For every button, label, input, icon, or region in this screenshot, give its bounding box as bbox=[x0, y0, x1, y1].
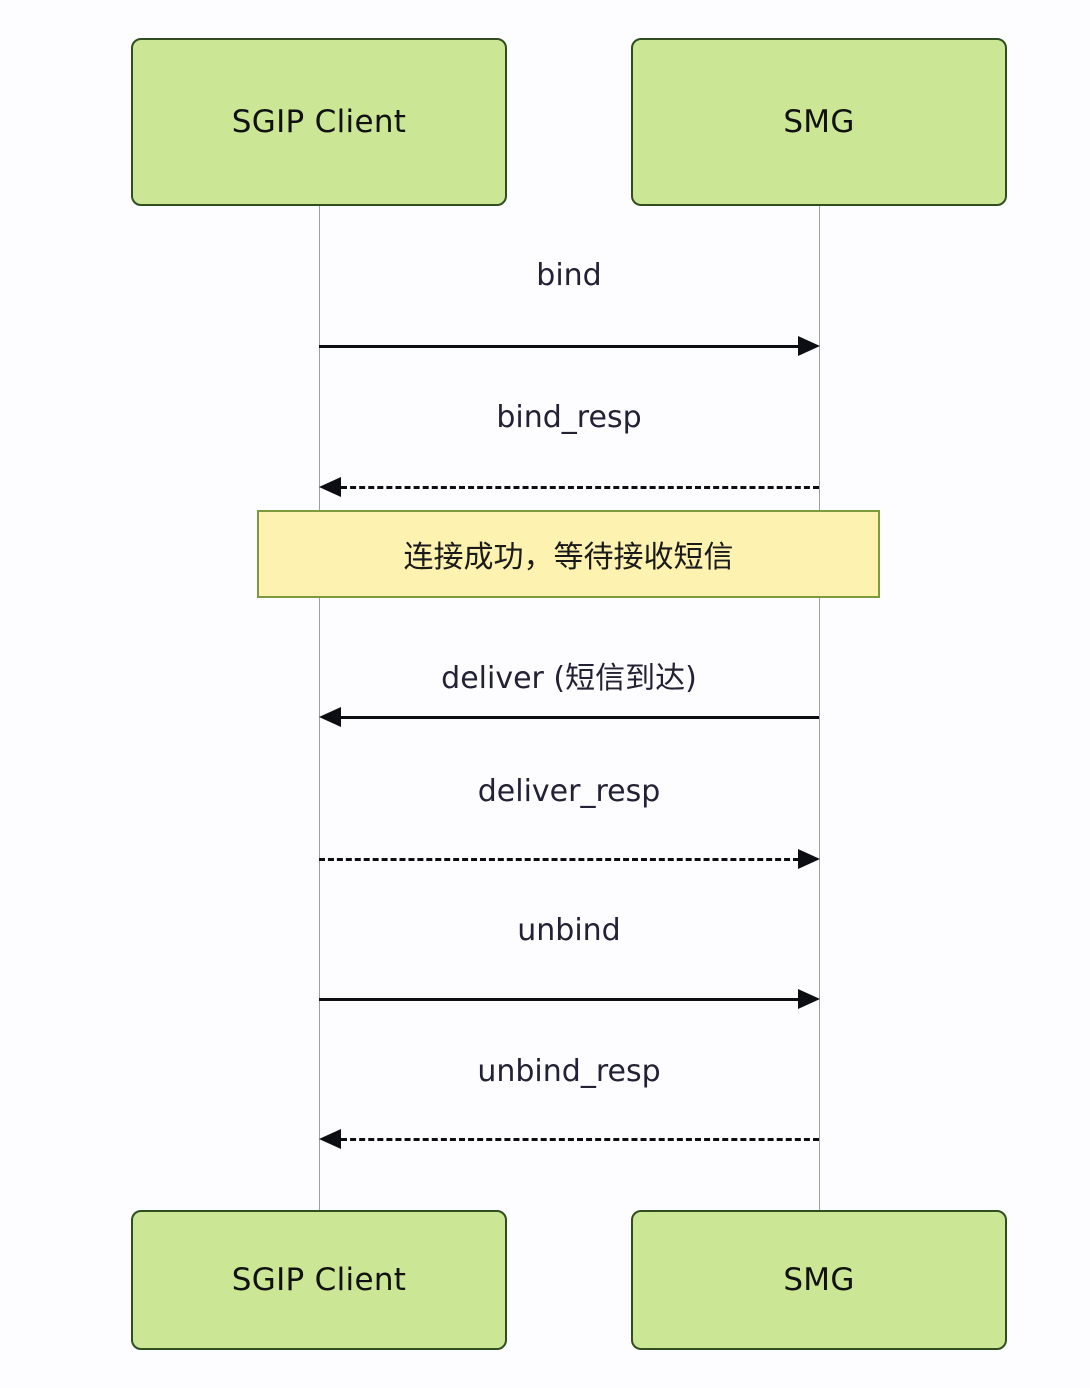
lifeline-smg bbox=[819, 205, 820, 1213]
message-arrowhead-unbind bbox=[798, 989, 820, 1009]
participant-bottom-sgip-client-label: SGIP Client bbox=[231, 1262, 407, 1298]
message-line-bind-resp bbox=[341, 486, 819, 489]
message-label-bind: bind bbox=[536, 258, 602, 293]
message-arrowhead-unbind-resp bbox=[319, 1129, 341, 1149]
message-label-bind-resp: bind_resp bbox=[496, 400, 642, 435]
participant-top-smg[interactable]: SMG bbox=[631, 38, 1007, 206]
message-label-unbind-resp: unbind_resp bbox=[477, 1054, 661, 1089]
message-label-deliver: deliver (短信到达) bbox=[441, 661, 697, 696]
message-arrowhead-bind bbox=[798, 336, 820, 356]
participant-bottom-smg[interactable]: SMG bbox=[631, 1210, 1007, 1350]
message-line-deliver bbox=[341, 716, 819, 719]
participant-top-smg-label: SMG bbox=[783, 104, 855, 140]
message-line-deliver-resp bbox=[319, 858, 799, 861]
note-connected-text: 连接成功，等待接收短信 bbox=[403, 540, 734, 575]
message-arrowhead-deliver-resp bbox=[798, 849, 820, 869]
participant-bottom-sgip-client[interactable]: SGIP Client bbox=[131, 1210, 507, 1350]
message-line-bind bbox=[319, 345, 799, 348]
message-line-unbind-resp bbox=[341, 1138, 819, 1141]
message-arrowhead-deliver bbox=[319, 707, 341, 727]
message-line-unbind bbox=[319, 998, 799, 1001]
message-label-unbind: unbind bbox=[517, 913, 621, 948]
message-arrowhead-bind-resp bbox=[319, 477, 341, 497]
message-label-deliver-resp: deliver_resp bbox=[477, 774, 661, 809]
participant-bottom-smg-label: SMG bbox=[783, 1262, 855, 1298]
note-connected: 连接成功，等待接收短信 bbox=[257, 510, 880, 598]
participant-top-sgip-client-label: SGIP Client bbox=[231, 104, 407, 140]
participant-top-sgip-client[interactable]: SGIP Client bbox=[131, 38, 507, 206]
